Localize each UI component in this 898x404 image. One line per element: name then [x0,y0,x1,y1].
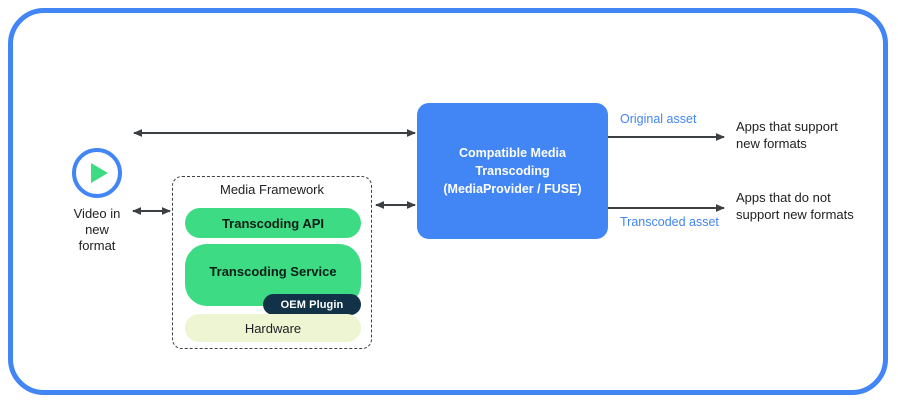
media-framework-title: Media Framework [219,182,325,197]
compatible-media-transcoding-box: Compatible Media Transcoding (MediaProvi… [417,103,608,239]
transcoding-service-label: Transcoding Service [209,264,337,279]
media-framework-container: Media Framework Transcoding API Transcod… [172,176,372,349]
video-source-label: Video in new format [73,206,121,253]
apps-nonsupporting-label: Apps that do not support new formats [736,190,854,222]
play-triangle-icon [90,163,108,183]
compatible-media-transcoding-label: Compatible Media Transcoding (MediaProvi… [443,146,582,196]
transcoded-asset-label: Transcoded asset [620,215,719,229]
hardware-label: Hardware [244,320,302,336]
transcoding-api-layer: Transcoding API [185,208,361,238]
apps-supporting-label: Apps that support new formats [736,119,838,151]
oem-plugin-badge: OEM Plugin [263,294,361,315]
video-source-node: Video in new format [52,148,142,254]
transcoding-service-layer: Transcoding Service OEM Plugin [185,244,361,315]
original-asset-label: Original asset [620,112,697,126]
hardware-layer: Hardware [185,314,361,342]
play-circle-icon [72,148,122,198]
transcoding-api-label: Transcoding API [221,215,325,231]
